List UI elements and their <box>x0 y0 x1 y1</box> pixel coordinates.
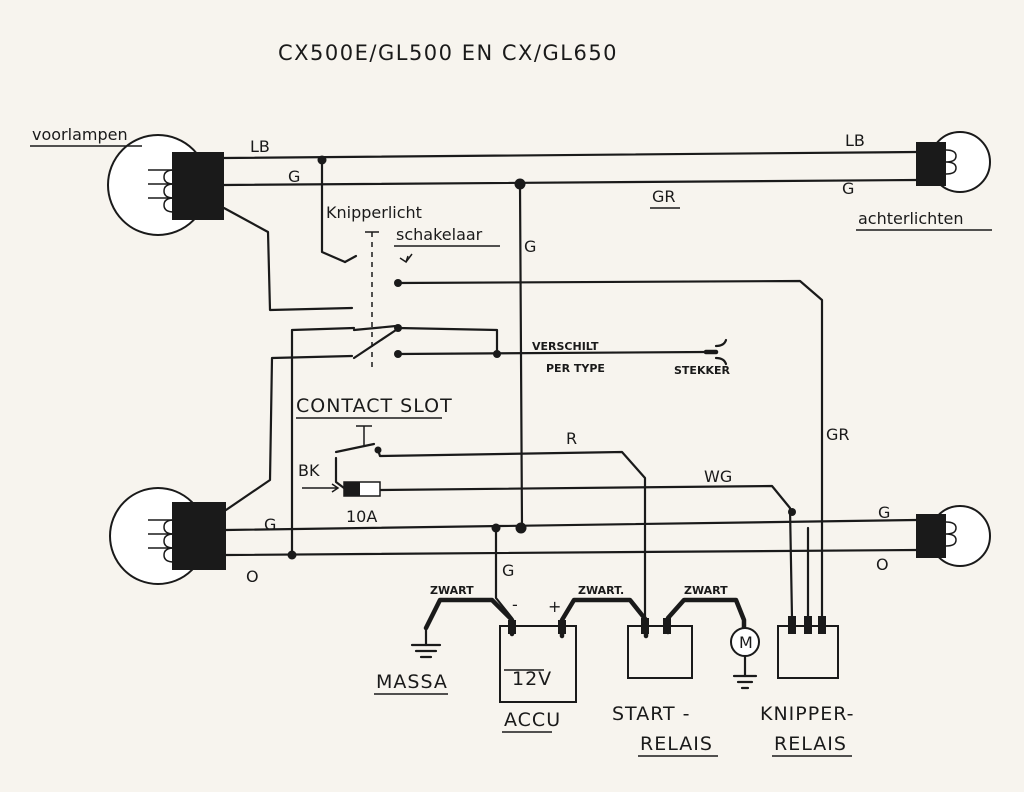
switch-blade-1 <box>343 254 358 264</box>
main-wires <box>222 150 918 557</box>
label-achterlichten: achterlichten <box>858 209 964 228</box>
label-fuse: 10A <box>346 507 377 526</box>
label-per-type: PER TYPE <box>546 362 605 375</box>
label-schakelaar: schakelaar <box>396 225 483 244</box>
junction-dots <box>287 155 796 560</box>
label-minus: - <box>512 595 518 614</box>
massa-ground <box>410 597 515 659</box>
wire-label-o-right: O <box>876 555 889 574</box>
wire-label-g-front-top: G <box>288 167 300 186</box>
rear-lamp-top <box>916 131 991 193</box>
label-voorlampen: voorlampen <box>32 125 128 144</box>
rear-lamp-bottom <box>916 505 991 567</box>
switch-blade-3 <box>352 328 398 360</box>
wire-label-gr-top: GR <box>652 187 676 206</box>
label-start-2: RELAIS <box>640 733 713 755</box>
label-knipperlicht: Knipperlicht <box>326 203 422 222</box>
wire-label-g-rear-bot: G <box>878 503 890 522</box>
wire-label-o-left: O <box>246 567 259 586</box>
fuse-10a <box>343 481 381 497</box>
switch-blade-2 <box>352 324 398 332</box>
label-stekker: STEKKER <box>674 364 731 377</box>
label-massa: MASSA <box>376 671 448 693</box>
wire-label-zwart-1: ZWART <box>430 584 474 597</box>
front-lamp-top <box>107 134 224 236</box>
wire-label-g-rear-top: G <box>842 179 854 198</box>
label-contact-slot: CONTACT SLOT <box>296 395 453 417</box>
wire-label-wg: WG <box>704 467 732 486</box>
motor <box>730 627 760 690</box>
wire-label-gr-right: GR <box>826 425 850 444</box>
wire-label-g-accu: G <box>502 561 514 580</box>
label-plus: + <box>548 597 561 616</box>
label-knipper-1: KNIPPER- <box>760 703 854 725</box>
front-lamp-bottom <box>109 487 226 585</box>
label-knipper-2: RELAIS <box>774 733 847 755</box>
internal-wires <box>222 158 824 620</box>
wire-label-bk: BK <box>298 461 320 480</box>
wire-label-g-front-bot: G <box>264 515 276 534</box>
stekker-connector <box>703 338 728 366</box>
wire-label-r: R <box>566 429 577 448</box>
label-verschilt: VERSCHILT <box>532 340 599 353</box>
label-start-1: START - <box>612 703 691 725</box>
diagram-title: CX500E/GL500 EN CX/GL650 <box>278 41 618 65</box>
wire-label-lb-left: LB <box>250 137 270 156</box>
label-motor: M <box>739 633 753 652</box>
label-accu: ACCU <box>504 709 561 731</box>
wire-label-lb-right: LB <box>845 131 865 150</box>
wire-label-zwart-3: ZWART <box>684 584 728 597</box>
knipper-relais <box>777 616 839 679</box>
wire-label-g-vertical: G <box>524 237 536 256</box>
wire-label-zwart-2: ZWART. <box>578 584 624 597</box>
start-relais <box>627 597 747 679</box>
label-battery: 12V <box>512 668 552 690</box>
